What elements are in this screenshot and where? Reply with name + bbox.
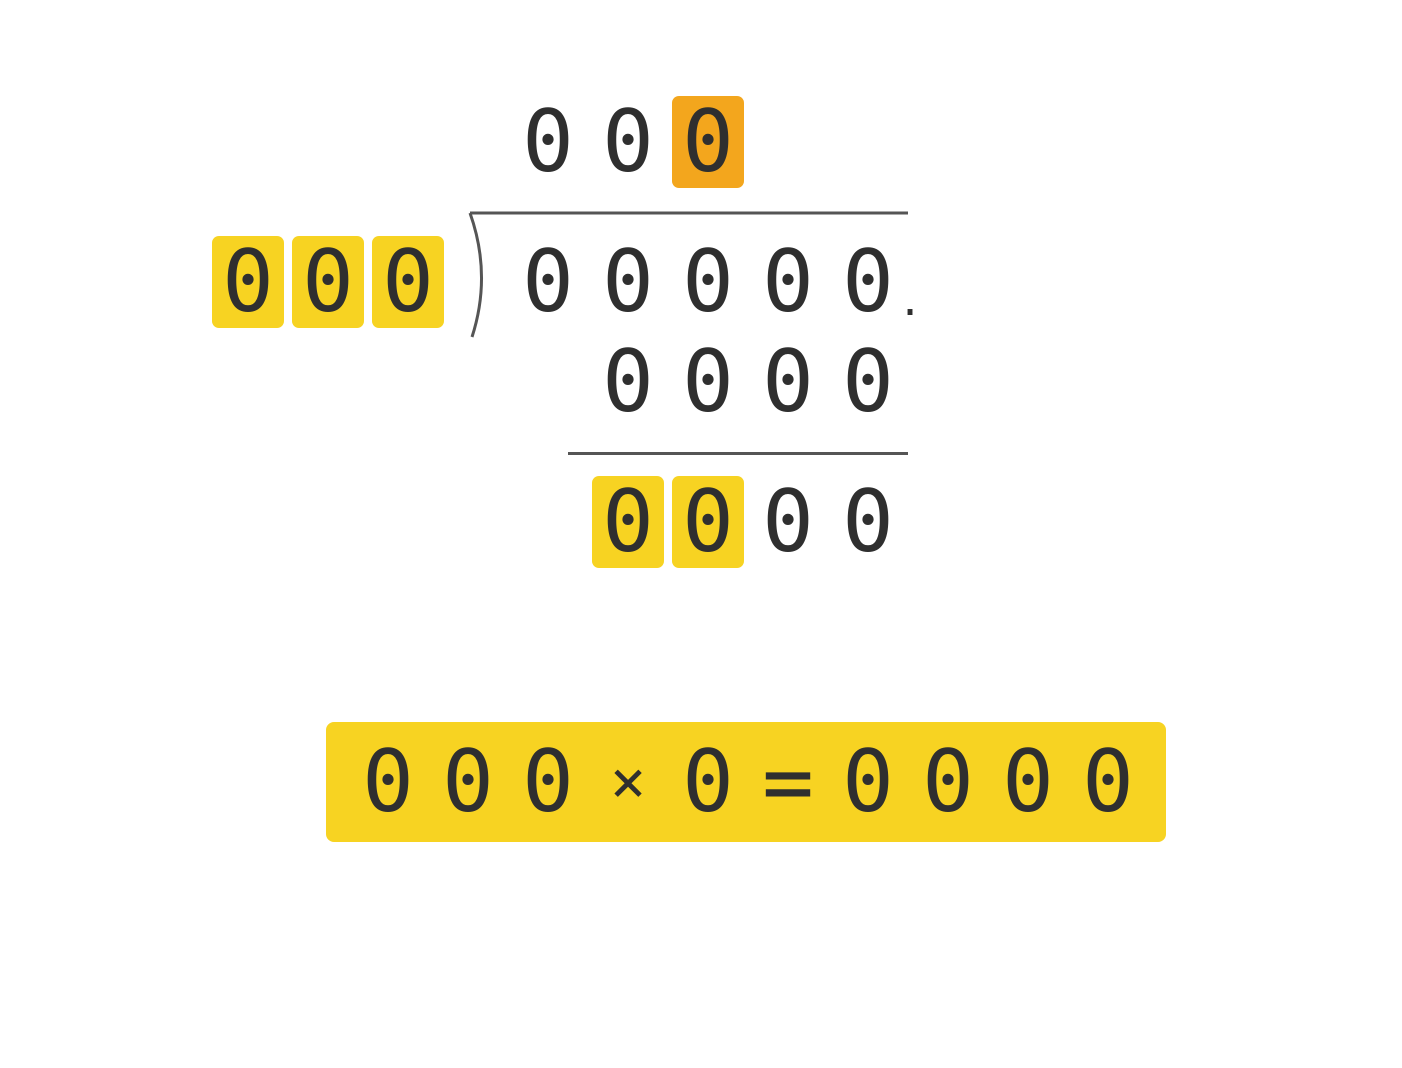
equation-factor-b: 0	[672, 736, 744, 828]
division-bracket-curve	[470, 213, 482, 337]
equation-times-symbol: ×	[592, 736, 664, 828]
dividend-digit: 0	[672, 236, 744, 328]
equation-factor-a-digit: 0	[432, 736, 504, 828]
quotient-digit: 0	[592, 96, 664, 188]
subtrahend-digit: 0	[672, 336, 744, 428]
equation-equals-symbol: =	[752, 736, 824, 828]
multiplication-equation-box: 0 0 0 × 0 = 0 0 0 0	[326, 722, 1166, 842]
remainder-digit: 0	[752, 476, 824, 568]
remainder-digit-highlighted: 0	[672, 476, 744, 568]
decimal-point: .	[898, 282, 922, 322]
divisor-digit: 0	[212, 236, 284, 328]
equation-product-digit: 0	[832, 736, 904, 828]
equation-product-digit: 0	[992, 736, 1064, 828]
subtrahend-digit: 0	[592, 336, 664, 428]
equation-product-digit: 0	[1072, 736, 1144, 828]
subtrahend-digit: 0	[752, 336, 824, 428]
divisor-digit: 0	[372, 236, 444, 328]
dividend-digit: 0	[752, 236, 824, 328]
subtraction-line	[568, 452, 908, 455]
divisor-digit: 0	[292, 236, 364, 328]
dividend-digit: 0	[512, 236, 584, 328]
quotient-digit-highlighted: 0	[672, 96, 744, 188]
remainder-digit-highlighted: 0	[592, 476, 664, 568]
equation-factor-a-digit: 0	[512, 736, 584, 828]
dividend-digit: 0	[592, 236, 664, 328]
dividend-digit: 0	[832, 236, 904, 328]
equation-product-digit: 0	[912, 736, 984, 828]
remainder-digit: 0	[832, 476, 904, 568]
quotient-digit: 0	[512, 96, 584, 188]
subtrahend-digit: 0	[832, 336, 904, 428]
equation-factor-a-digit: 0	[352, 736, 424, 828]
